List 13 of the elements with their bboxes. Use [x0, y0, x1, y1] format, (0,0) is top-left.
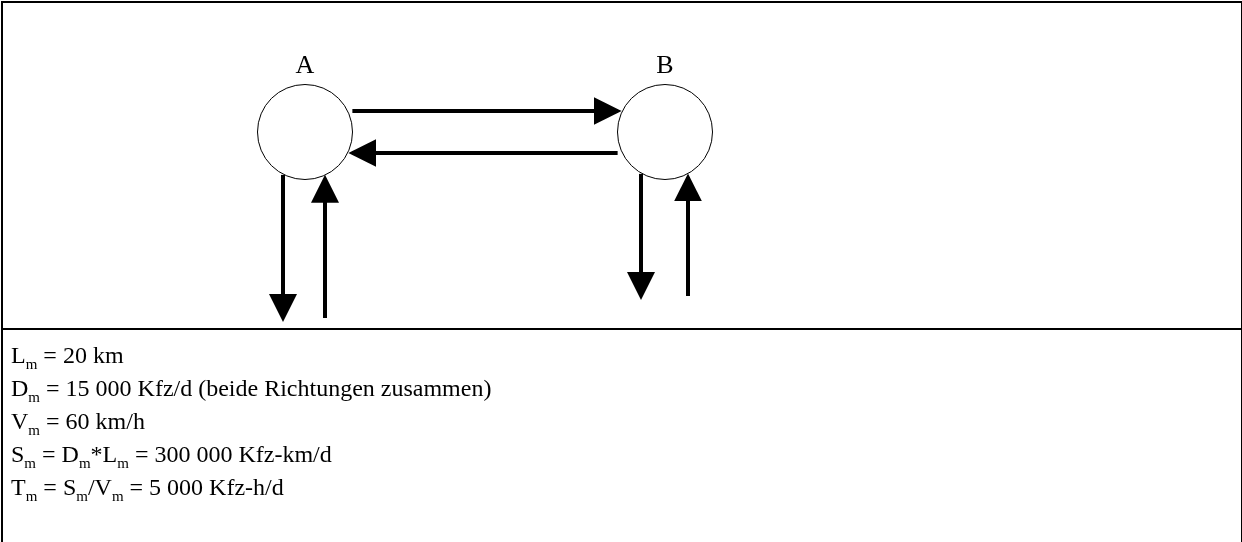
arrow	[627, 173, 655, 300]
arrow	[352, 97, 622, 125]
arrow	[674, 173, 702, 296]
formula-text: T$_{m}$ = S$_{m}$/V$_{m}$ = 5 000 Kfz-h/d	[11, 473, 285, 504]
node-label: B	[655, 50, 675, 80]
formula-text: D$_{m}$ = 15 000 Kfz/d (beide Richtungen zusammen)	[11, 374, 492, 405]
arrow	[348, 139, 618, 167]
formula-text: V$_{m}$ = 60 km/h	[11, 407, 146, 438]
node-label: A	[294, 50, 316, 80]
formula-text: L$_{m}$ = 20 km	[11, 341, 125, 372]
arrow	[269, 174, 297, 322]
arrow	[311, 174, 339, 318]
formula-text: S$_{m}$ = D$_{m}$*L$_{m}$ = 300 000 Kfz-km/d	[11, 440, 333, 471]
